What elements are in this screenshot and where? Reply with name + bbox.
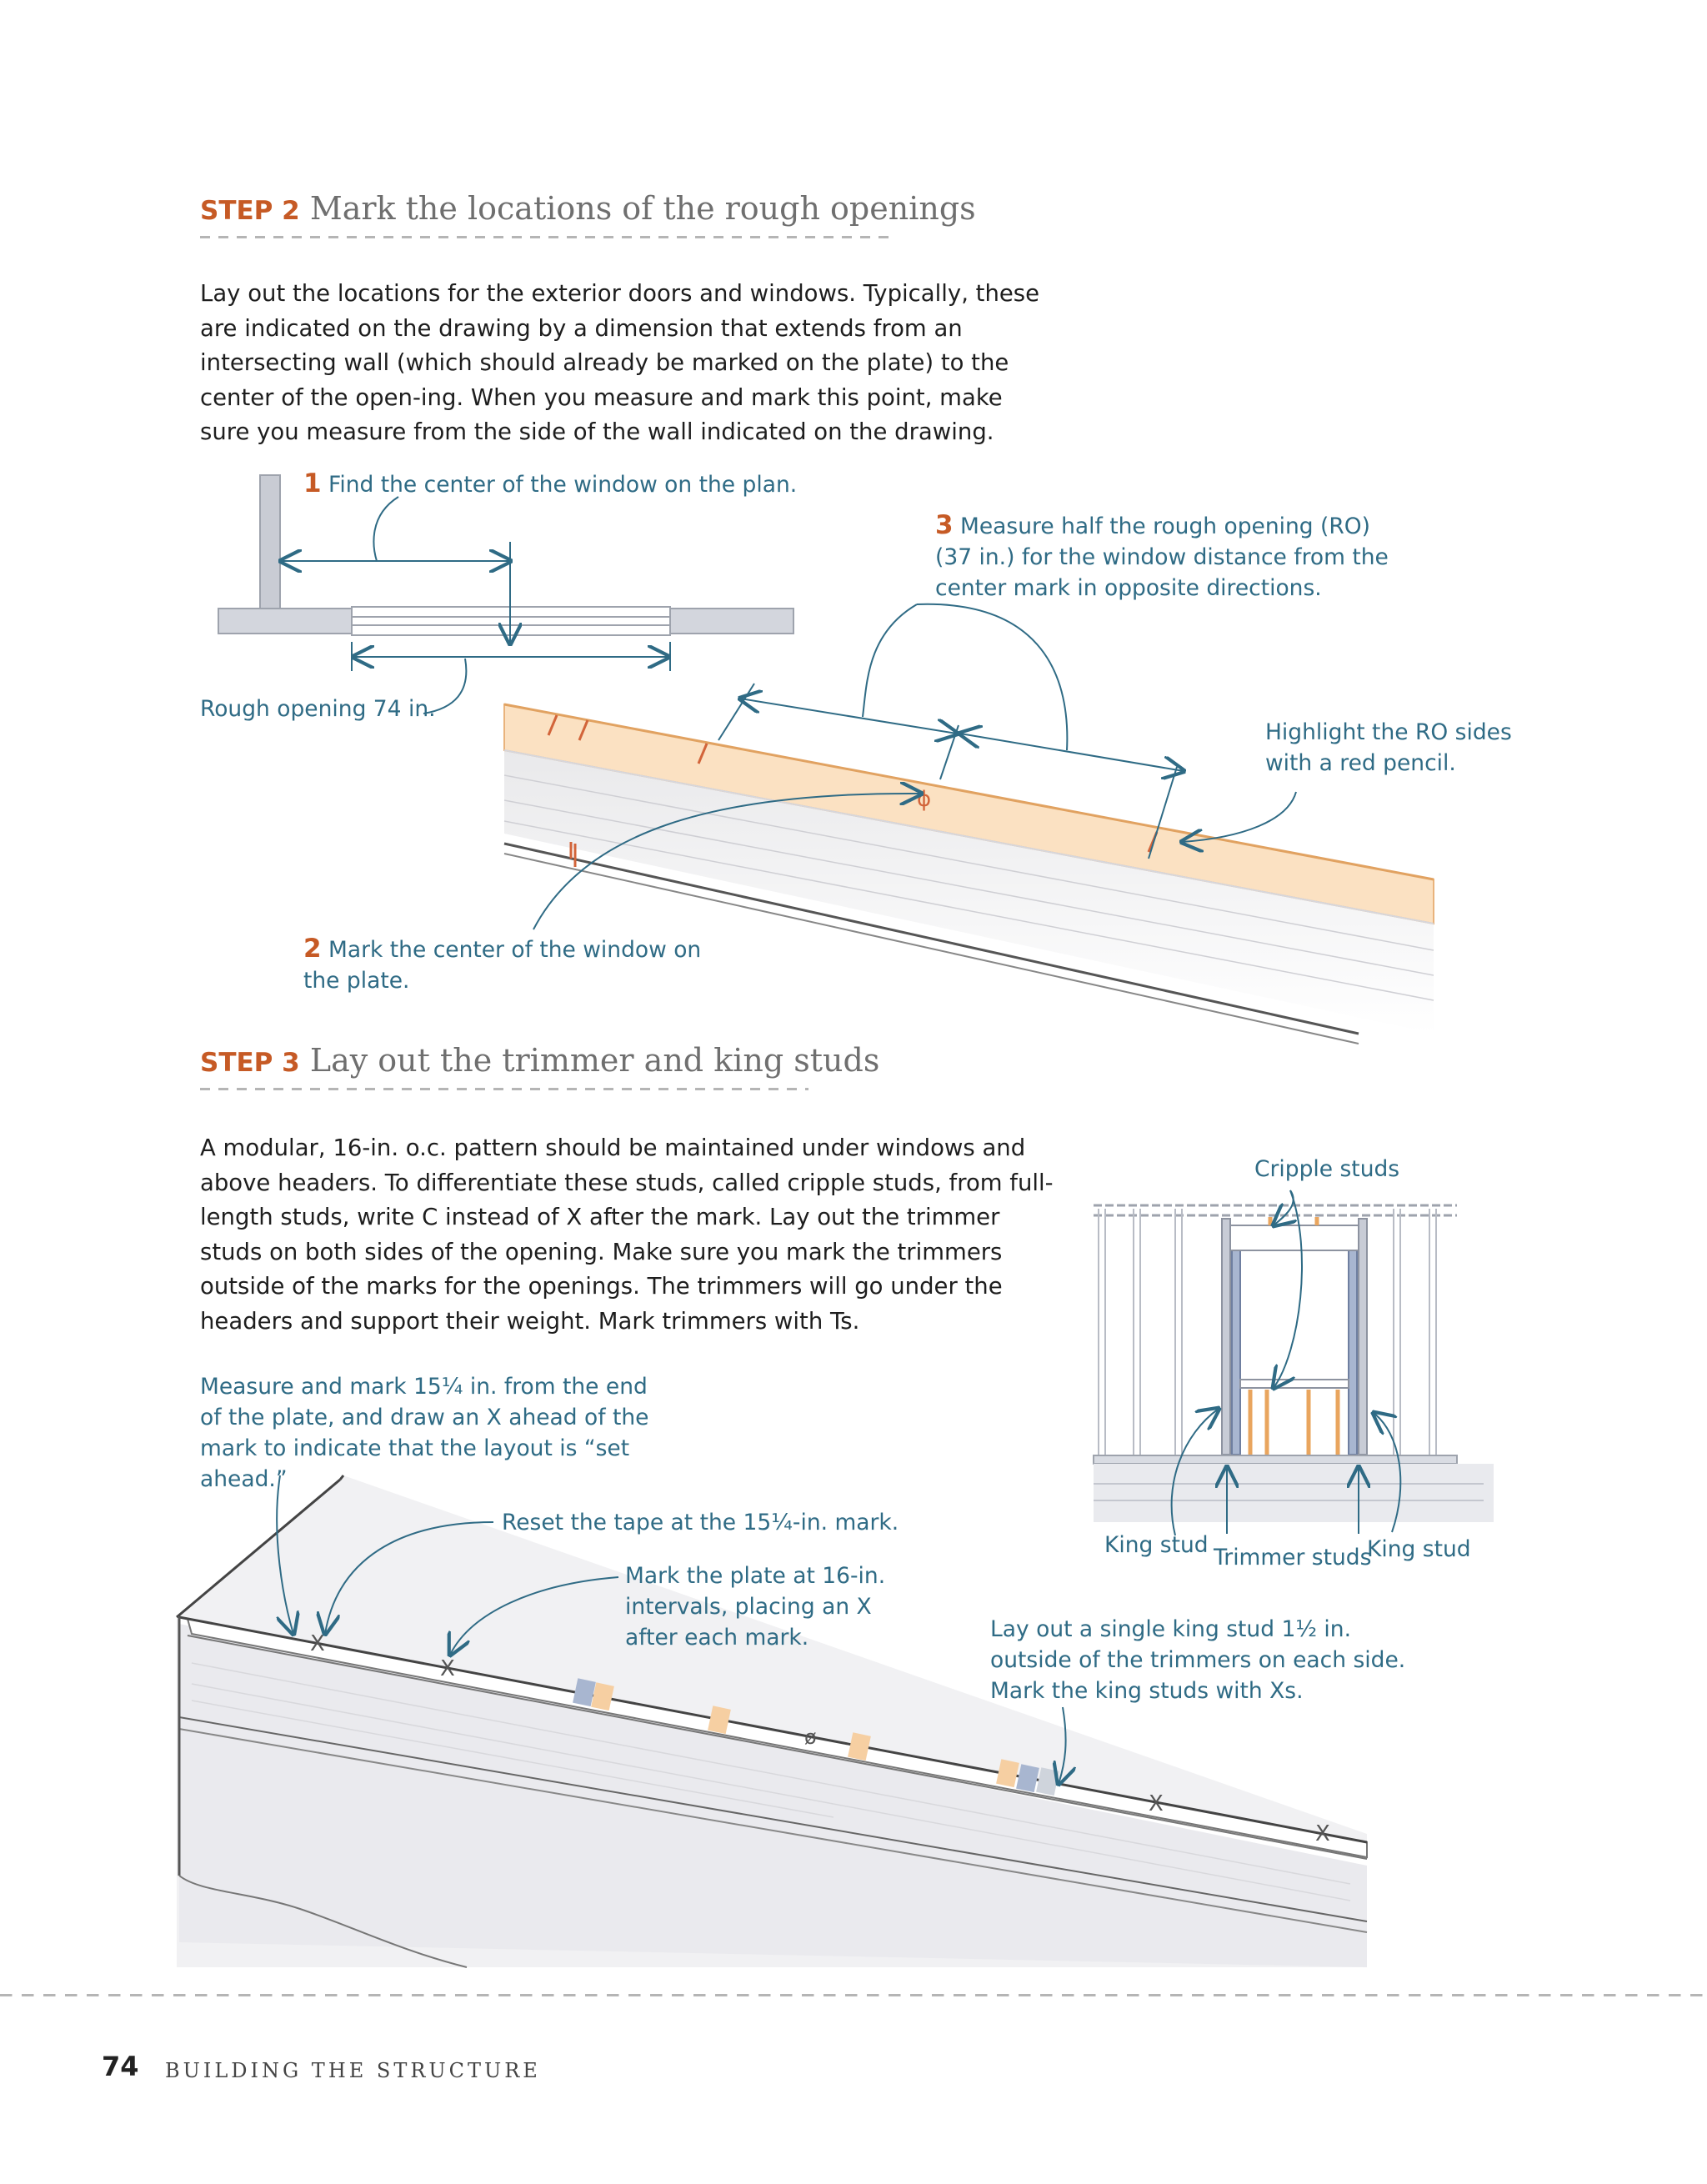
step2-title: Mark the locations of the rough openings [310,190,976,227]
running-head: BUILDING THE STRUCTURE [165,2059,541,2082]
rough-opening-label: Rough opening 74 in. [200,694,500,724]
callout-2-number: 2 [303,934,322,964]
svg-text:X: X [1149,1791,1164,1816]
step3-number: STEP 3 [200,1048,300,1078]
callout-1: 1 Find the center of the window on the p… [303,468,837,500]
mark-plate-label: Mark the plate at 16-in. intervals, plac… [625,1560,925,1653]
callout-3: 3 Measure half the rough opening (RO) (3… [935,510,1402,604]
step3-heading: STEP 3 Lay out the trimmer and king stud… [200,1042,808,1090]
svg-text:ø: ø [804,1726,817,1749]
trimmer-studs-label: Trimmer studs [1214,1542,1380,1573]
svg-text:X: X [440,1656,455,1681]
plan-view-diagram [218,475,793,714]
callout-1-number: 1 [303,468,322,498]
wall-framing-diagram [1094,1190,1494,1535]
step3-title: Lay out the trimmer and king studs [310,1042,880,1079]
callout-2: 2 Mark the center of the window on the p… [303,934,737,996]
king-layout-label: Lay out a single king stud 1½ in. outsid… [990,1614,1407,1706]
step2-body: Lay out the locations for the exterior d… [200,277,1042,450]
step3-body: A modular, 16-in. o.c. pattern should be… [200,1131,1054,1339]
step2-heading: STEP 2 Mark the locations of the rough o… [200,190,889,238]
cripple-studs-label: Cripple studs [1254,1154,1504,1185]
king-stud-right-label: King stud [1367,1534,1500,1565]
svg-text:X: X [310,1631,325,1656]
footer-rule [0,1994,1707,1996]
callout-3-number: 3 [935,510,954,540]
callout-1-text: Find the center of the window on the pla… [328,472,797,498]
svg-text:X: X [1315,1821,1330,1846]
callout-2-text: Mark the center of the window on the pla… [303,937,701,994]
callout-3-text: Measure half the rough opening (RO) (37 … [935,513,1389,601]
measure-label: Measure and mark 15¼ in. from the end of… [200,1371,675,1495]
svg-text:ɸ: ɸ [917,787,931,812]
step2-number: STEP 2 [200,196,300,226]
reset-tape-label: Reset the tape at the 15¼-in. mark. [502,1507,969,1538]
highlight-label: Highlight the RO sides with a red pencil… [1265,717,1549,779]
page-number: 74 [102,2051,139,2082]
